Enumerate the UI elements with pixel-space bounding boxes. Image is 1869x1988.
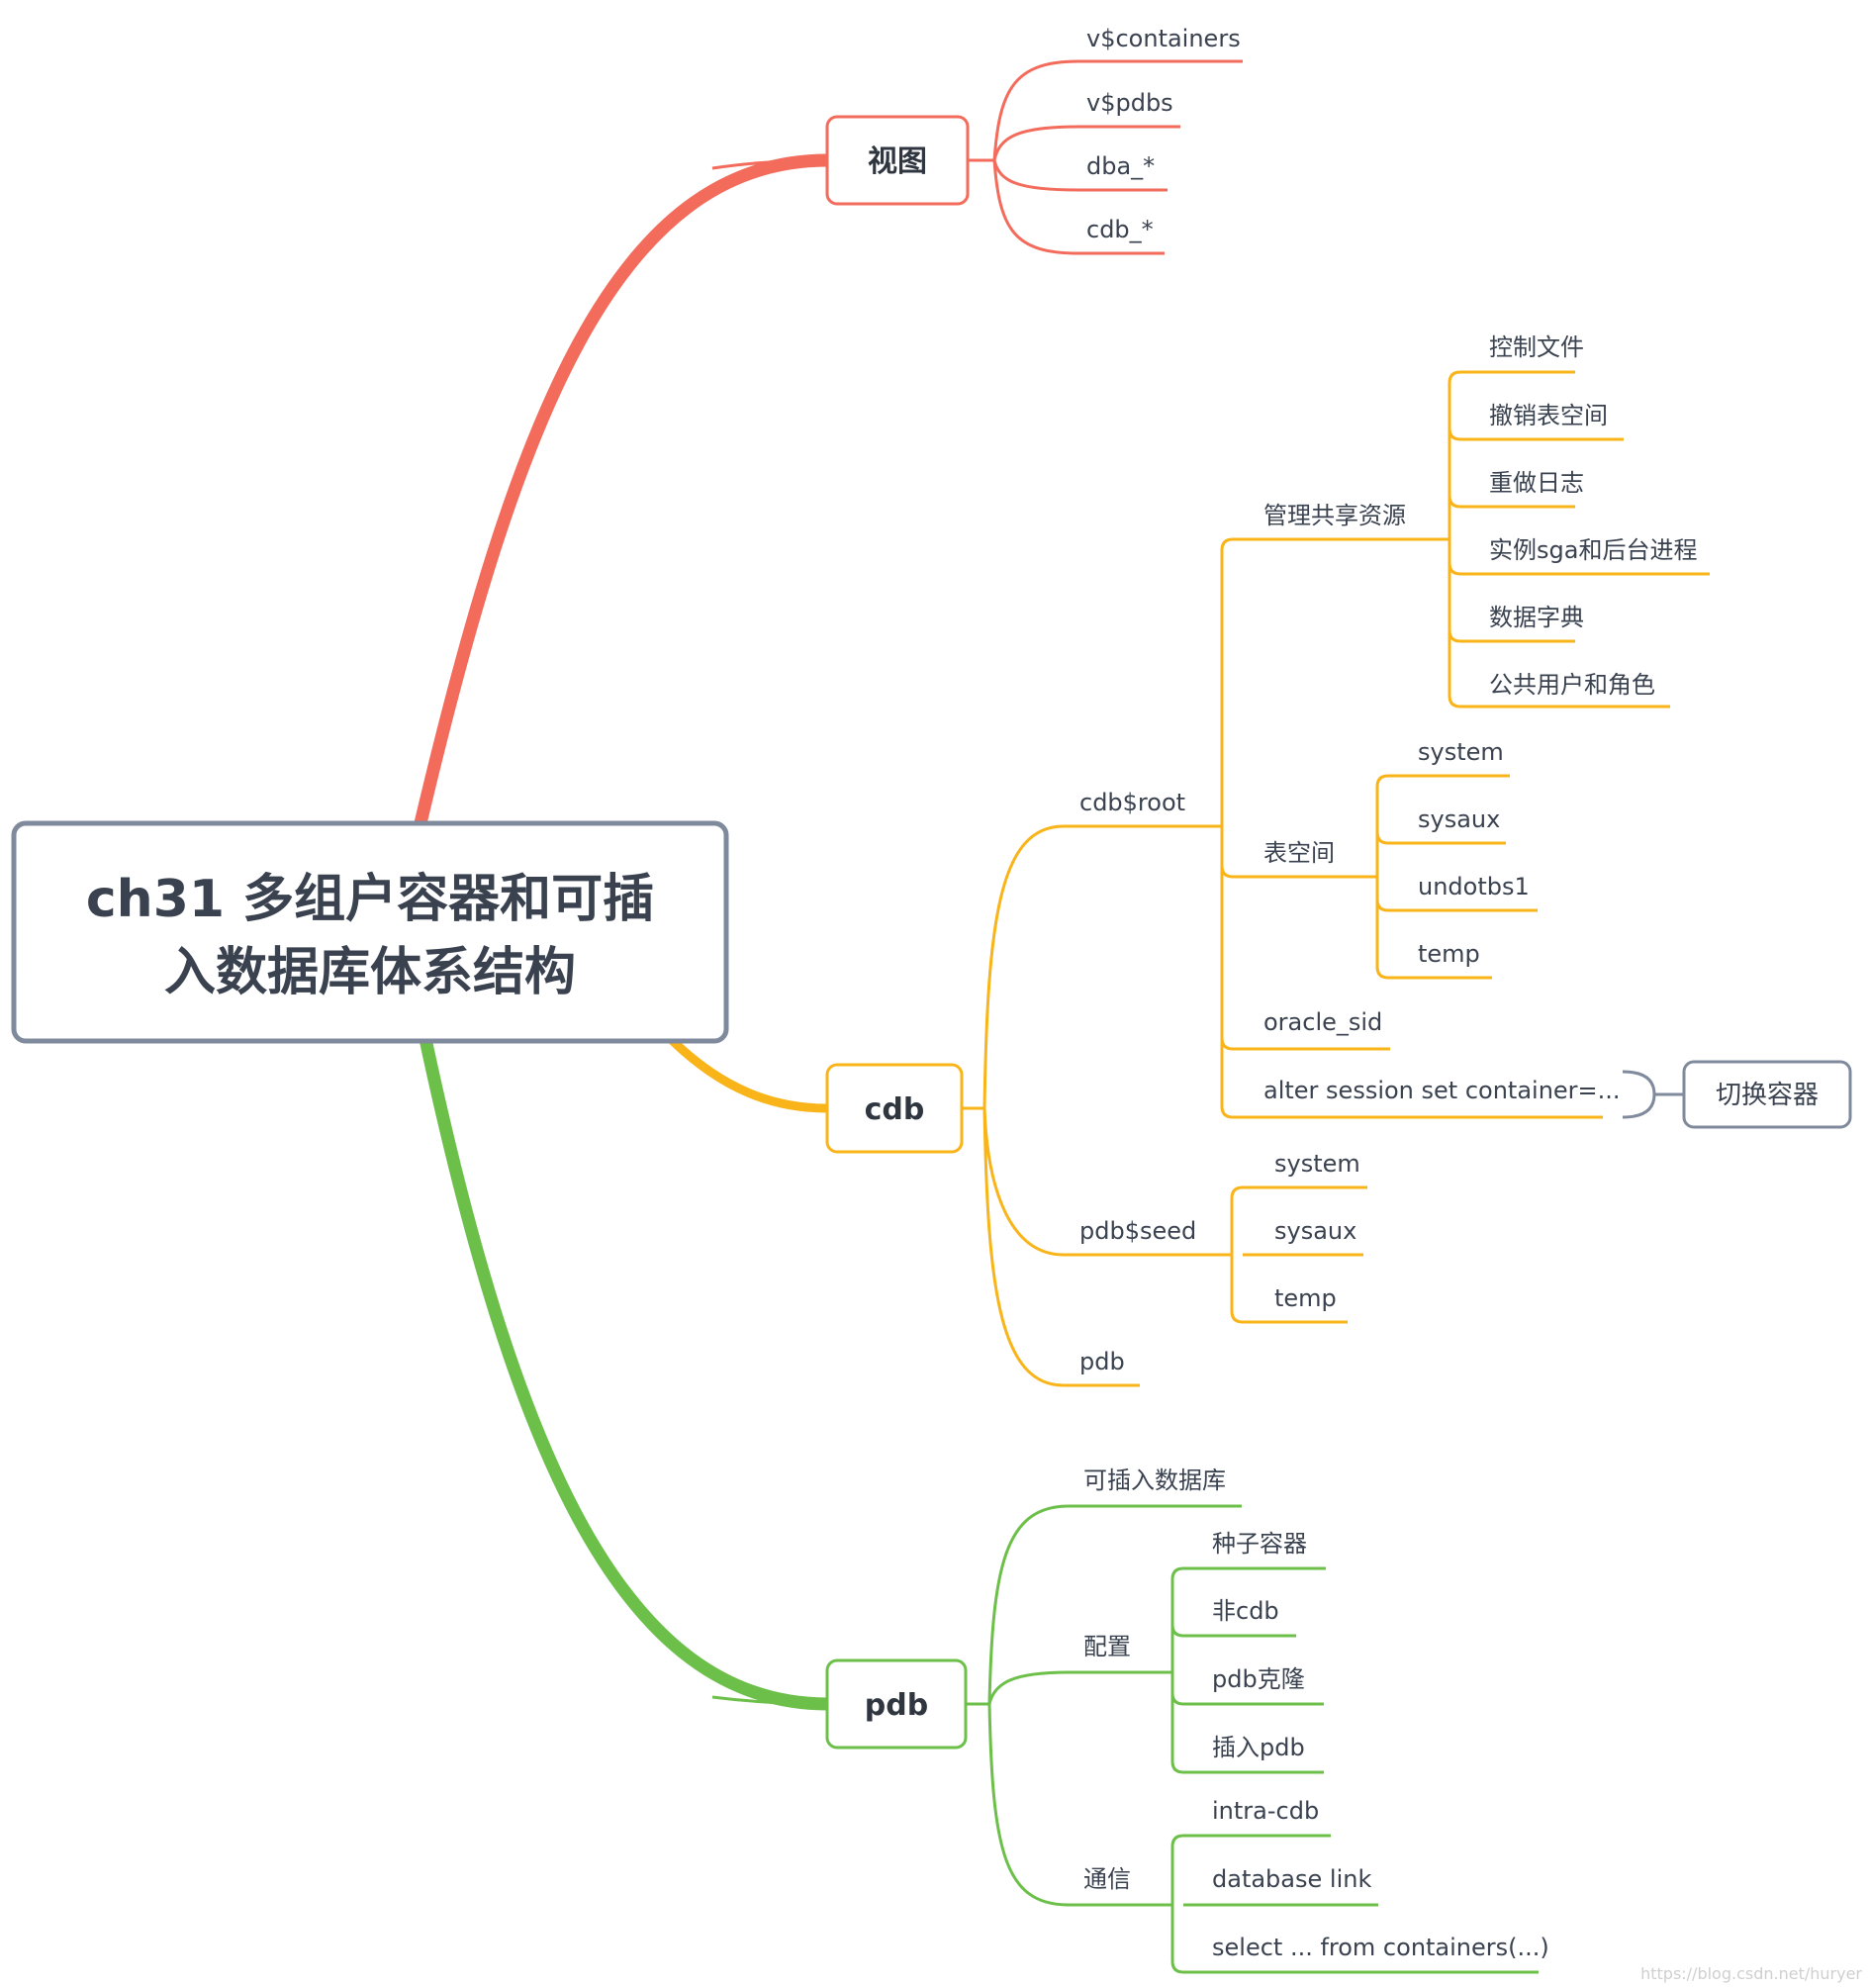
topic-views-label: 视图 [868, 144, 927, 179]
branch-pdb-connector [419, 1032, 834, 1711]
shared-resources-label: 管理共享资源 [1263, 502, 1406, 529]
cdb-root-label: cdb$root [1079, 789, 1185, 816]
topic-pdb-box[interactable] [825, 1658, 968, 1750]
watermark: https://blog.csdn.net/huryer [1640, 1964, 1862, 1983]
topic-views-box[interactable] [825, 115, 970, 206]
branch-pdb-connector-tip [711, 1695, 828, 1706]
shared-item-2: 撤销表空间 [1489, 402, 1608, 429]
topic-cdb-box[interactable] [825, 1063, 964, 1154]
comm-item-1: intra-cdb [1212, 1797, 1319, 1825]
shared-item-6: 公共用户和角色 [1489, 671, 1655, 699]
config-item-1: 种子容器 [1212, 1530, 1307, 1558]
views-item-3: dba_* [1086, 152, 1155, 180]
config-item-2: 非cdb [1212, 1597, 1279, 1625]
summary-bracket [1622, 1070, 1656, 1119]
tablespace-label: 表空间 [1263, 839, 1335, 867]
config-label: 配置 [1083, 1633, 1131, 1660]
topic-pdb-label: pdb [865, 1688, 928, 1723]
cdb-branch-lines [962, 370, 1710, 1387]
comm-label: 通信 [1083, 1865, 1131, 1893]
branch-cdb-connector [668, 1036, 832, 1113]
views-item-2: v$pdbs [1086, 89, 1173, 117]
tablespace-item-2: sysaux [1418, 805, 1500, 833]
views-branch [968, 59, 1243, 255]
summary-label: 切换容器 [1716, 1081, 1819, 1110]
shared-item-3: 重做日志 [1489, 469, 1584, 497]
branch-views-connector [414, 153, 834, 830]
views-item-4: cdb_* [1086, 216, 1154, 243]
tablespace-item-1: system [1418, 738, 1504, 766]
summary-box[interactable] [1682, 1060, 1852, 1129]
pdb-seed-item-3: temp [1274, 1284, 1337, 1312]
root-title-line1: ch31 多组户容器和可插 [86, 870, 654, 929]
pluggable-db-label: 可插入数据库 [1083, 1467, 1226, 1494]
cdb-pdb-label: pdb [1079, 1348, 1125, 1375]
root-topic-box[interactable] [11, 820, 729, 1044]
pdb-branch-lines [966, 1504, 1539, 1974]
shared-item-4: 实例sga和后台进程 [1489, 536, 1697, 564]
pdb-seed-item-1: system [1274, 1150, 1360, 1178]
comm-item-3: select ... from containers(...) [1212, 1934, 1549, 1961]
oracle-sid-label: oracle_sid [1263, 1008, 1382, 1036]
tablespace-item-4: temp [1418, 940, 1480, 968]
pdb-seed-item-2: sysaux [1274, 1217, 1356, 1245]
branch-views-connector-tip [711, 158, 828, 170]
shared-item-1: 控制文件 [1489, 333, 1584, 361]
comm-item-2: database link [1212, 1865, 1371, 1893]
views-item-1: v$containers [1086, 25, 1241, 52]
shared-item-5: 数据字典 [1489, 604, 1584, 631]
config-item-4: 插入pdb [1212, 1734, 1305, 1761]
config-item-3: pdb克隆 [1212, 1665, 1305, 1693]
alter-session-label: alter session set container=... [1263, 1077, 1621, 1104]
root-title-line2: 入数据库体系结构 [164, 943, 576, 1002]
tablespace-item-3: undotbs1 [1418, 873, 1530, 900]
pdb-seed-label: pdb$seed [1079, 1217, 1196, 1245]
topic-cdb-label: cdb [865, 1092, 925, 1127]
